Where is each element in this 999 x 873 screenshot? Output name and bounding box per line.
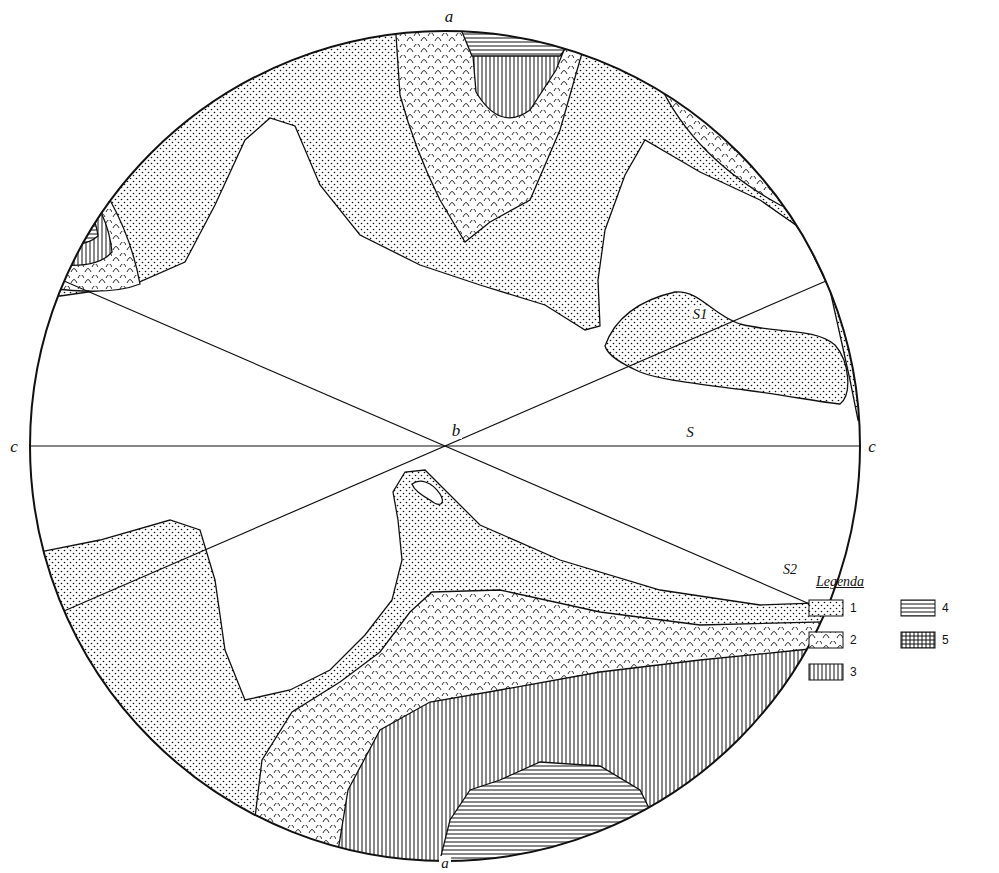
contour-regions [0, 0, 900, 873]
legend-entry: 3 [808, 662, 857, 682]
legend-number: 4 [942, 601, 949, 615]
legend-entry: 4 [900, 598, 949, 618]
axis-letter: b [450, 422, 463, 439]
net-circle [30, 31, 860, 861]
legend-number: 2 [850, 633, 857, 647]
axis-letter: c [866, 438, 878, 455]
legend-entry: 2 [808, 630, 857, 650]
projection-lines [30, 281, 860, 611]
legend-number: 5 [942, 633, 949, 647]
legend-swatch [900, 630, 938, 650]
plane-label: S [684, 425, 696, 440]
legend-number: 3 [850, 665, 857, 679]
axis-letter: a [439, 856, 451, 871]
plane-label: S2 [781, 563, 799, 577]
legend-swatch [808, 662, 846, 682]
legend-title: Legenda [816, 575, 864, 589]
legend-swatch [808, 630, 846, 650]
legend-entry: 5 [900, 630, 949, 650]
legend-number: 1 [850, 601, 857, 615]
plane-label: S1 [691, 307, 710, 322]
legend-swatch [808, 598, 846, 618]
axis-letter: c [8, 438, 20, 455]
legend-swatch [900, 598, 938, 618]
legend-entry: 1 [808, 598, 857, 618]
axis-letter: a [443, 8, 456, 25]
